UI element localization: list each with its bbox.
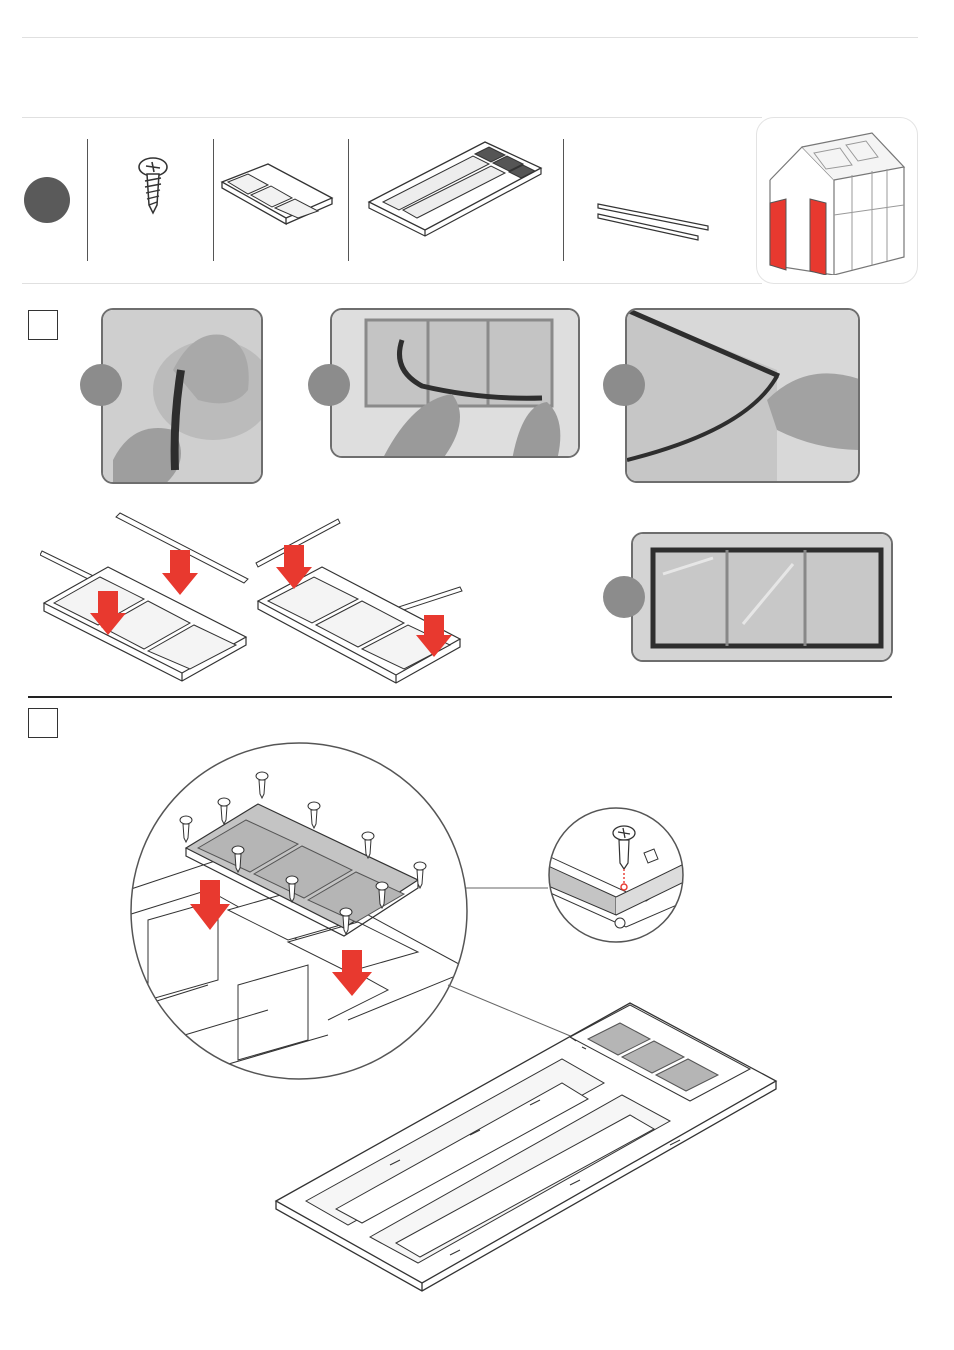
- roof-panel-assembly: [270, 995, 785, 1295]
